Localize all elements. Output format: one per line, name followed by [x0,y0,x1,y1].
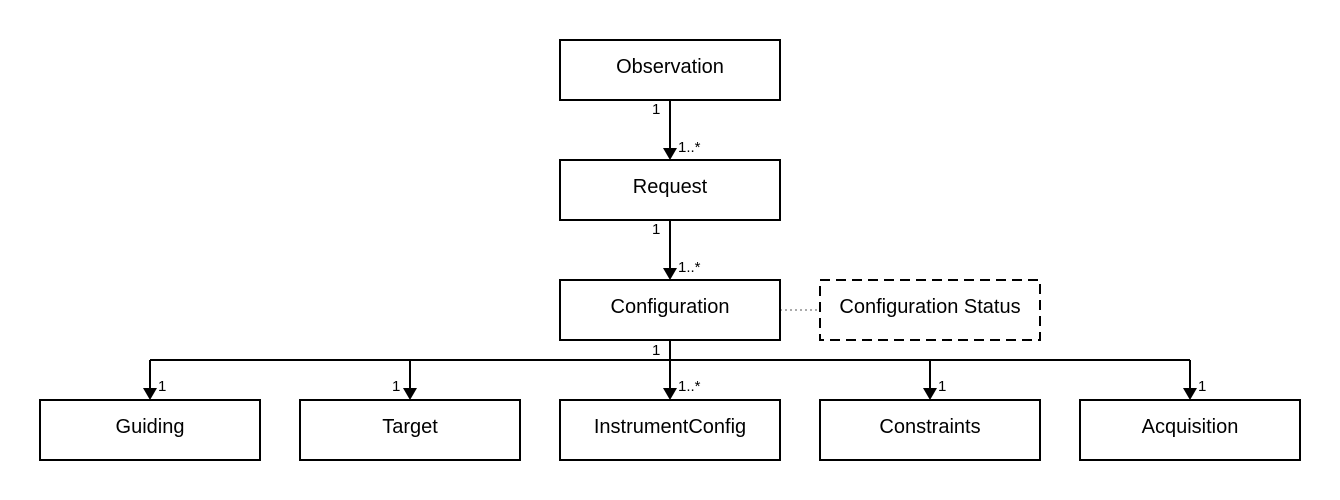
target-node: Target [299,399,521,461]
acquisition-node: Acquisition [1079,399,1301,461]
observation-node: Observation [559,39,781,101]
configuration-label: Configuration [611,296,730,318]
mult-target: 1 [392,378,400,395]
arrowhead-instrument-config [663,388,677,400]
arrowhead-constraints [923,388,937,400]
configuration-status-node: Configuration Status [819,279,1041,341]
request-label: Request [633,176,708,198]
mult-observation-source: 1 [652,101,660,118]
request-node: Request [559,159,781,221]
arrowhead-target [403,388,417,400]
observation-label: Observation [616,56,724,78]
target-label: Target [382,416,438,438]
mult-configuration-source: 1 [652,342,660,359]
arrowhead-request [663,148,677,160]
configuration-status-label: Configuration Status [839,296,1020,318]
mult-instrument-config: 1..* [678,378,701,395]
mult-acquisition: 1 [1198,378,1206,395]
constraints-node: Constraints [819,399,1041,461]
configuration-node: Configuration [559,279,781,341]
arrowhead-acquisition [1183,388,1197,400]
arrowhead-guiding [143,388,157,400]
mult-configuration-target: 1..* [678,259,701,276]
mult-guiding: 1 [158,378,166,395]
guiding-label: Guiding [116,416,185,438]
guiding-node: Guiding [39,399,261,461]
constraints-label: Constraints [879,416,980,438]
mult-constraints: 1 [938,378,946,395]
arrowhead-configuration [663,268,677,280]
mult-request-source: 1 [652,221,660,238]
instrument-config-node: InstrumentConfig [559,399,781,461]
acquisition-label: Acquisition [1142,416,1239,438]
instrument-config-label: InstrumentConfig [594,416,746,438]
mult-request-target: 1..* [678,139,701,156]
